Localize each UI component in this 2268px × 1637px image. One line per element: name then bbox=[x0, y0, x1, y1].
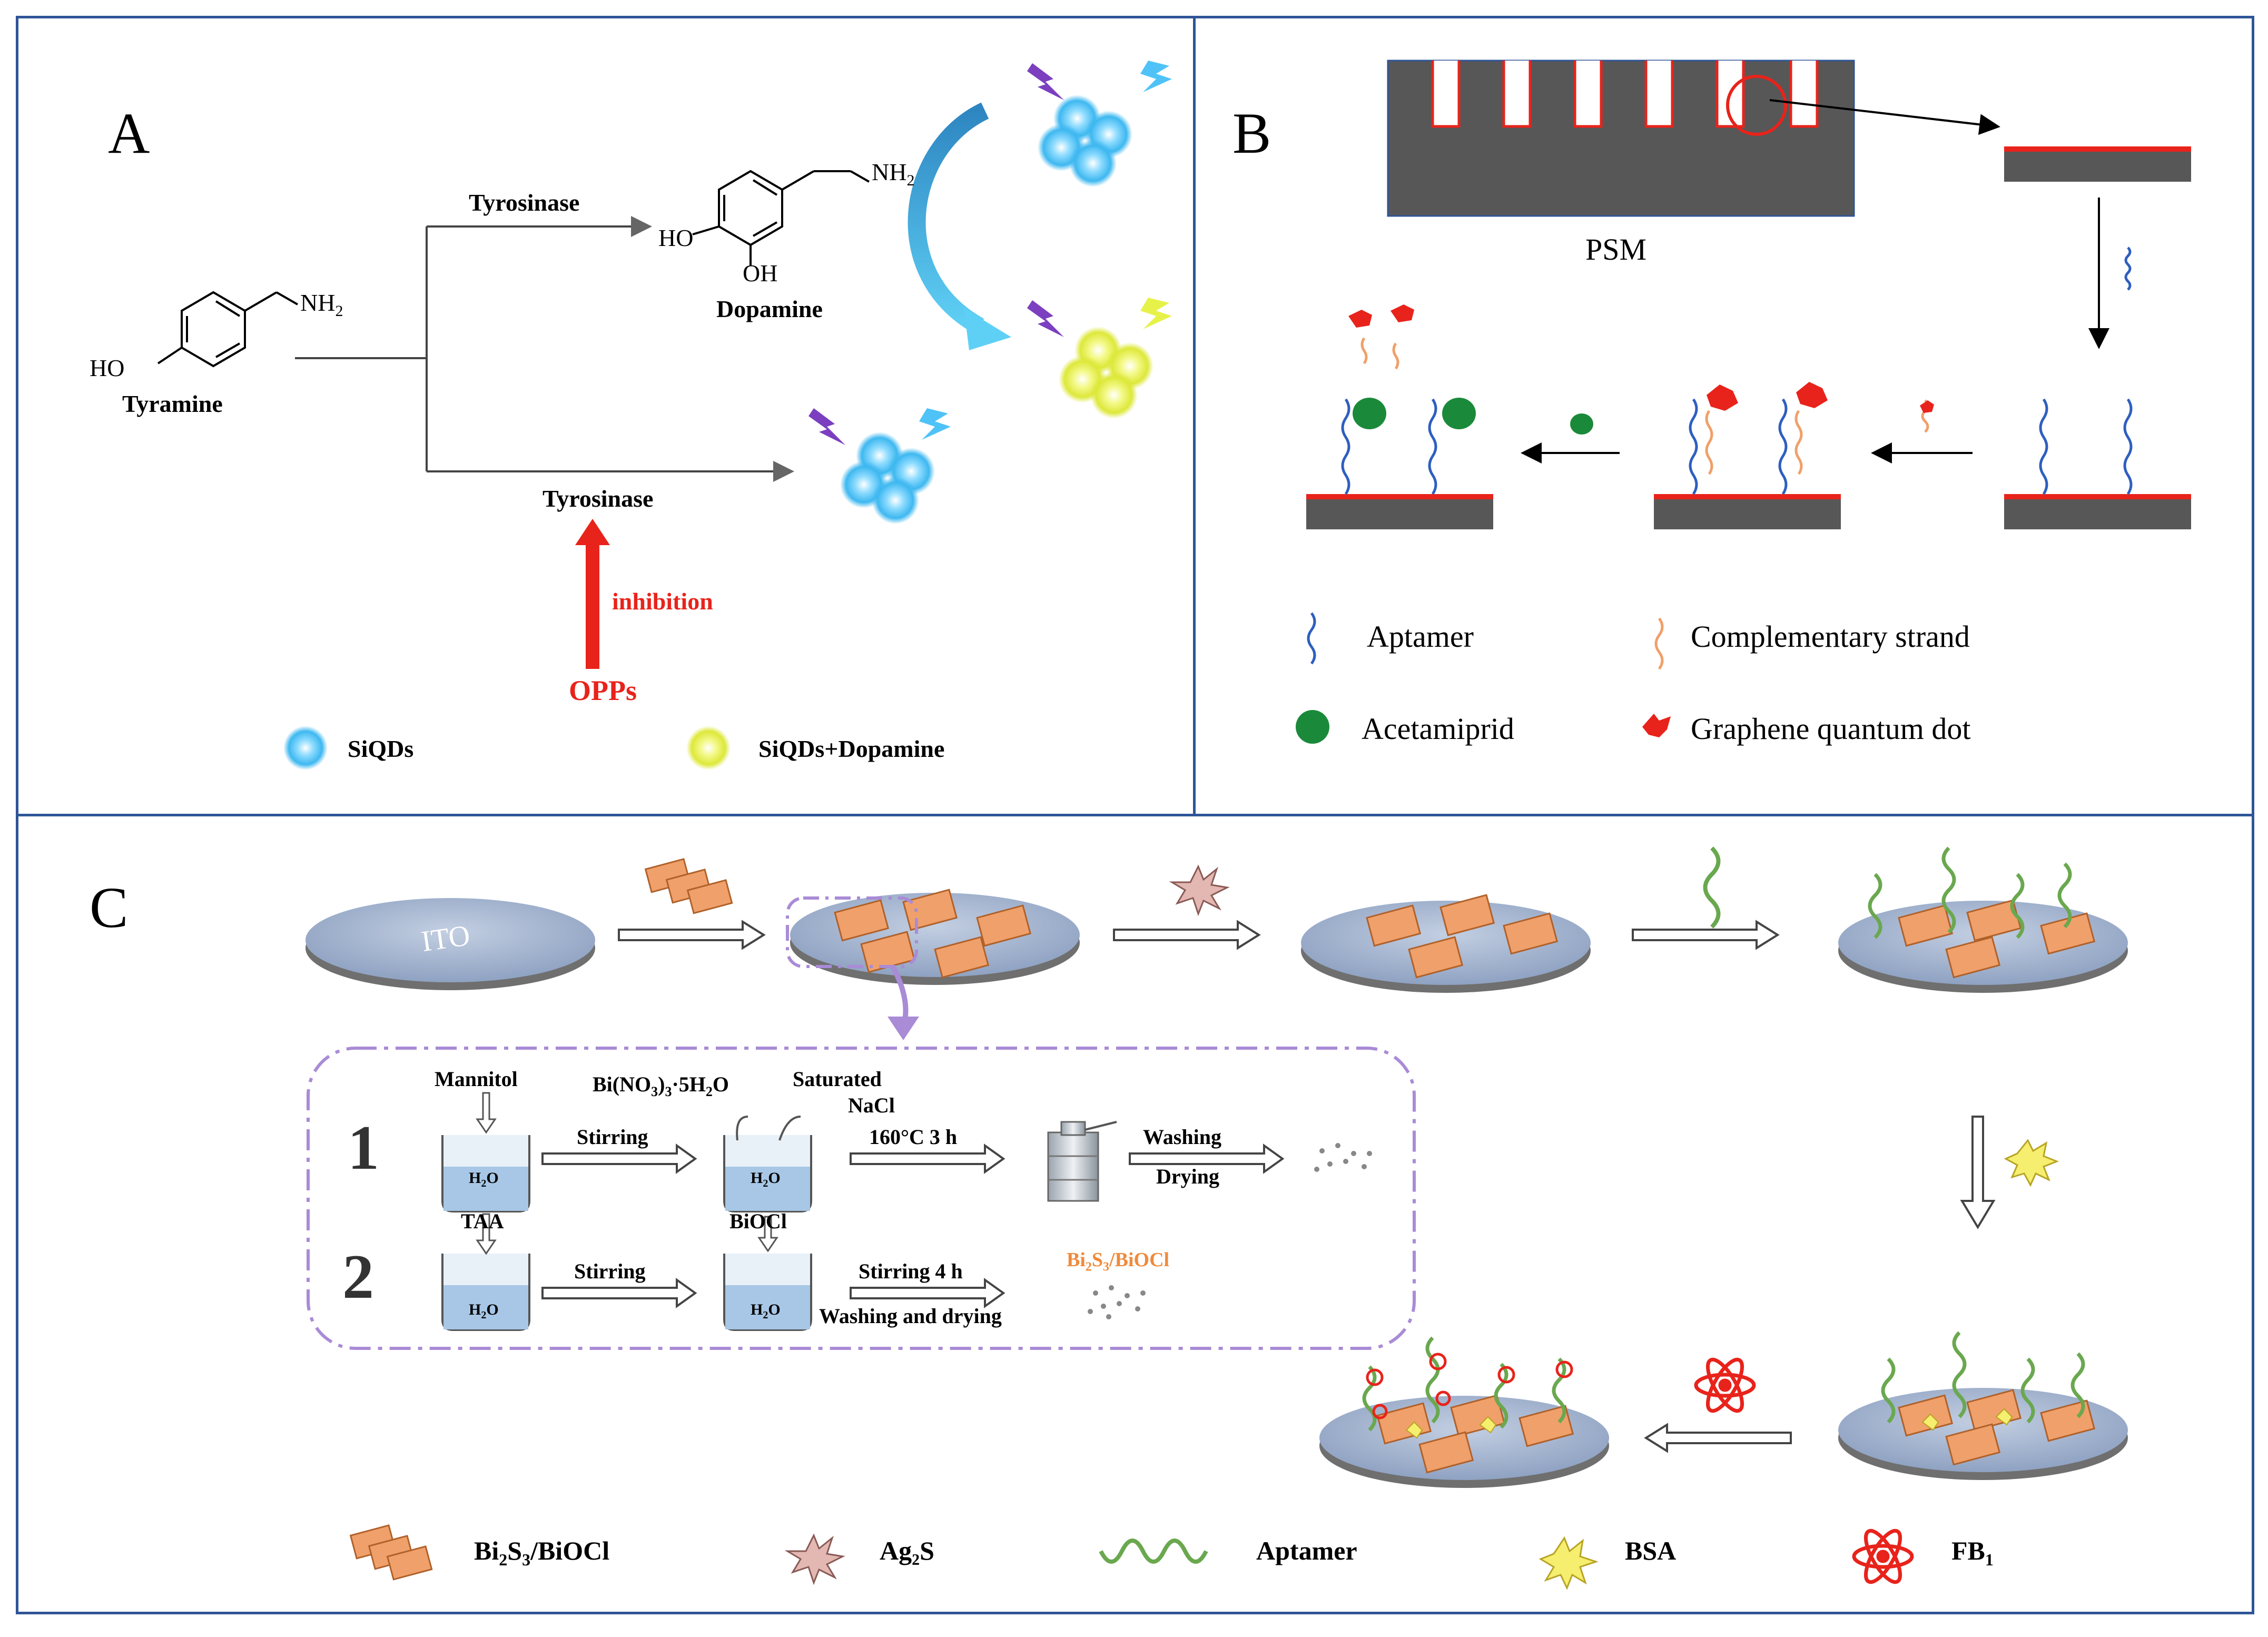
saturated-label: Saturated bbox=[793, 1067, 882, 1091]
legend-ag2s-icon bbox=[784, 1533, 845, 1585]
synthesis-box bbox=[307, 1047, 1416, 1350]
tyrosinase-top: Tyrosinase bbox=[469, 189, 580, 216]
legend-ag2s-label: Ag₂S bbox=[880, 1536, 934, 1565]
bi2s3-sheets-icon bbox=[644, 858, 733, 914]
reaction-lines bbox=[295, 216, 794, 482]
legend-bi2s3-label: Bi2S3/BiOCl bbox=[474, 1536, 610, 1569]
condition-label: 160°C 3 h bbox=[869, 1125, 958, 1149]
taa-label: TAA bbox=[461, 1209, 504, 1233]
drying-label: Drying bbox=[1156, 1165, 1219, 1188]
washing-label: Washing bbox=[1143, 1125, 1221, 1149]
legend-bsa-icon bbox=[1539, 1536, 1599, 1590]
psm-block bbox=[1387, 60, 2000, 217]
legend-siqds-dot bbox=[283, 726, 328, 770]
legend-aptamer-icon bbox=[1307, 612, 1316, 665]
inhibition-label: inhibition bbox=[612, 588, 713, 615]
legend-acetamiprid-label: Acetamiprid bbox=[1362, 712, 1514, 746]
tyramine-name: Tyramine bbox=[122, 390, 223, 417]
legend-siqds-dopamine-dot bbox=[686, 726, 731, 770]
stirring-2-label: Stirring bbox=[574, 1259, 646, 1283]
beaker-h2o-4: H2O bbox=[751, 1301, 781, 1321]
washing-drying-label: Washing and drying bbox=[819, 1304, 1002, 1328]
legend-aptamer-icon-c bbox=[1099, 1539, 1208, 1564]
legend-gqd-label: Graphene quantum dot bbox=[1691, 712, 1971, 746]
legend-fb1-label: FB1 bbox=[1951, 1536, 1994, 1569]
legend-bi2s3-icon bbox=[349, 1524, 433, 1581]
legend-aptamer-label: Aptamer bbox=[1367, 619, 1474, 654]
ho-dopamine: HO bbox=[658, 224, 694, 251]
legend-fb1-icon bbox=[1852, 1528, 1914, 1584]
ag2s-icon bbox=[1169, 864, 1230, 916]
mannitol-label: Mannitol bbox=[435, 1067, 518, 1091]
beaker-h2o-2: H2O bbox=[751, 1169, 781, 1189]
bsa-add-icon bbox=[2004, 1139, 2059, 1187]
nh2-dopamine: NH2 bbox=[872, 159, 915, 190]
nh2-tyramine: NH2 bbox=[300, 289, 343, 320]
psm-label: PSM bbox=[1585, 232, 1647, 267]
nacl-label: NaCl bbox=[848, 1093, 895, 1117]
legend-bsa-label: BSA bbox=[1625, 1536, 1677, 1565]
opps-label: OPPs bbox=[569, 675, 637, 706]
panel-b-label: B bbox=[1232, 101, 1271, 165]
curved-arrow bbox=[908, 102, 989, 334]
product-label: Bi2S3/BiOCl bbox=[1067, 1249, 1170, 1274]
ho-tyramine: HO bbox=[90, 354, 125, 381]
autoclave-icon bbox=[1047, 1121, 1117, 1202]
qd-cluster-blue-top bbox=[1038, 95, 1132, 187]
legend-gqd-icon bbox=[1642, 714, 1671, 737]
dopamine-name: Dopamine bbox=[716, 295, 823, 322]
ito-disk bbox=[305, 898, 595, 990]
ito-label: ITO bbox=[419, 919, 472, 959]
legend-acetamiprid-icon bbox=[1296, 710, 1329, 744]
legend-siqds-dopamine-label: SiQDs+Dopamine bbox=[758, 735, 945, 762]
aptamer-add-icon bbox=[1703, 846, 1721, 929]
beaker-h2o-3: H2O bbox=[469, 1301, 499, 1321]
panel-a-label: A bbox=[108, 101, 150, 165]
biocl-label: BiOCl bbox=[729, 1209, 787, 1233]
oh-dopamine: OH bbox=[743, 260, 778, 287]
step-2: 2 bbox=[342, 1241, 374, 1311]
beaker-h2o-1: H2O bbox=[469, 1169, 499, 1189]
panel-c-label: C bbox=[90, 875, 129, 940]
bi-nitrate-label: Bi(NO3)3·5H2O bbox=[593, 1072, 729, 1099]
step-1: 1 bbox=[348, 1112, 379, 1182]
qd-cluster-blue-bottom bbox=[840, 432, 935, 524]
stirring-4h-label: Stirring 4 h bbox=[859, 1259, 963, 1283]
inhibition-arrow-head bbox=[575, 519, 610, 545]
inhibition-arrow-shaft bbox=[586, 543, 599, 669]
legend-complementary-icon bbox=[1654, 617, 1664, 670]
stirring-1-label: Stirring bbox=[577, 1125, 648, 1149]
legend-complementary-label: Complementary strand bbox=[1691, 619, 1970, 654]
tyramine-structure bbox=[157, 291, 298, 368]
qd-cluster-yellow bbox=[1059, 327, 1153, 419]
dopamine-structure bbox=[692, 170, 870, 266]
legend-siqds-label: SiQDs bbox=[348, 735, 414, 762]
lightning-icons bbox=[808, 61, 1172, 445]
legend-aptamer-label-c: Aptamer bbox=[1256, 1536, 1357, 1565]
beakers bbox=[441, 1135, 812, 1331]
panel-a bbox=[16, 16, 1196, 816]
tyrosinase-bottom: Tyrosinase bbox=[543, 485, 654, 512]
fb1-add-icon bbox=[1694, 1357, 1756, 1413]
